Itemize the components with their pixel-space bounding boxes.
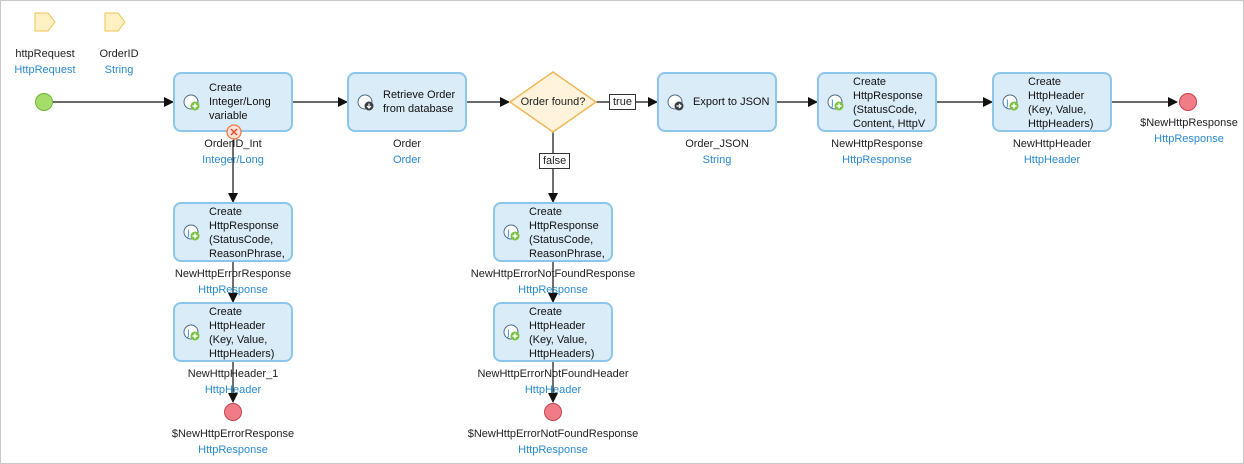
output-variable: NewHttpErrorNotFoundResponse: [470, 268, 636, 280]
svg-text:J: J: [506, 329, 510, 339]
output-type: HttpResponse: [842, 154, 912, 166]
output-variable: NewHttpHeader_1: [187, 368, 279, 380]
java-action-icon: J: [183, 224, 200, 241]
end-event-notfound[interactable]: [544, 403, 562, 421]
create-error-response-activity[interactable]: J Create HttpResponse (StatusCode, Reaso…: [173, 202, 293, 262]
output-variable: NewHttpResponse: [831, 138, 923, 150]
activity-output: NewHttpErrorResponse HttpResponse: [138, 266, 328, 298]
activity-output: Order_JSON String: [622, 136, 812, 168]
activity-caption: Create HttpResponse (StatusCode, Content…: [853, 76, 926, 130]
svg-text:J: J: [506, 229, 510, 239]
output-type: HttpHeader: [204, 384, 262, 396]
activity-output: OrderID_Int Integer/Long: [138, 136, 328, 168]
svg-text:J: J: [186, 229, 190, 239]
java-action-icon: J: [503, 324, 520, 341]
activity-caption: Create HttpHeader (Key, Value, HttpHeade…: [1028, 76, 1094, 130]
end-event-main[interactable]: [1179, 93, 1197, 111]
parameter-name: httpRequest: [15, 48, 75, 60]
parameter-icon: [104, 12, 126, 32]
activity-output: NewHttpHeader HttpHeader: [957, 136, 1147, 168]
end-event-output: $NewHttpResponse HttpResponse: [1094, 115, 1244, 147]
create-notfound-response-activity[interactable]: J Create HttpResponse (StatusCode, Reaso…: [493, 202, 613, 262]
output-type: HttpResponse: [518, 284, 588, 296]
false-condition-tag: false: [539, 153, 571, 169]
return-type: HttpResponse: [198, 444, 268, 456]
svg-text:J: J: [186, 329, 190, 339]
output-variable: Order_JSON: [685, 138, 749, 150]
parameter-orderid[interactable]: OrderID String: [79, 46, 159, 78]
parameter-name: OrderID: [99, 48, 139, 60]
decision-diamond: [508, 71, 598, 133]
java-action-icon: J: [503, 224, 520, 241]
error-handler-icon[interactable]: [226, 124, 242, 140]
activity-output: NewHttpResponse HttpResponse: [782, 136, 972, 168]
parameter-type: String: [104, 64, 134, 76]
start-event[interactable]: [35, 93, 53, 111]
end-event-output: $NewHttpErrorNotFoundResponse HttpRespon…: [458, 426, 648, 458]
decision-label[interactable]: Order found?: [520, 96, 586, 108]
activity-caption: Create HttpResponse (StatusCode, ReasonP…: [529, 206, 605, 260]
activity-caption: Retrieve Order from database: [383, 89, 456, 115]
end-event-output: $NewHttpErrorResponse HttpResponse: [138, 426, 328, 458]
parameter-type: HttpRequest: [14, 64, 76, 76]
java-action-icon: J: [827, 94, 844, 111]
activity-output: NewHttpErrorNotFoundResponse HttpRespons…: [458, 266, 648, 298]
activity-caption: Export to JSON: [693, 96, 770, 108]
activity-output: NewHttpHeader_1 HttpHeader: [138, 366, 328, 398]
return-type: HttpResponse: [1154, 133, 1224, 145]
output-type: String: [702, 154, 732, 166]
parameter-httprequest[interactable]: httpRequest HttpRequest: [5, 46, 85, 78]
return-type: HttpResponse: [518, 444, 588, 456]
activity-caption: Create Integer/Long variable: [209, 82, 271, 122]
create-variable-icon: [183, 94, 200, 111]
svg-text:J: J: [830, 99, 834, 109]
output-variable: NewHttpErrorNotFoundHeader: [477, 368, 629, 380]
retrieve-activity[interactable]: Retrieve Order from database: [347, 72, 467, 132]
output-type: HttpHeader: [1023, 154, 1081, 166]
activity-output: NewHttpErrorNotFoundHeader HttpHeader: [458, 366, 648, 398]
end-event-error[interactable]: [224, 403, 242, 421]
activity-caption: Create HttpHeader (Key, Value, HttpHeade…: [209, 306, 275, 360]
return-variable: $NewHttpResponse: [1140, 117, 1238, 129]
output-type: HttpResponse: [198, 284, 268, 296]
activity-output: Order Order: [312, 136, 502, 168]
return-variable: $NewHttpErrorResponse: [171, 428, 295, 440]
return-variable: $NewHttpErrorNotFoundResponse: [467, 428, 639, 440]
export-json-activity[interactable]: Export to JSON: [657, 72, 777, 132]
java-action-icon: J: [1002, 94, 1019, 111]
create-httpresponse-activity[interactable]: J Create HttpResponse (StatusCode, Conte…: [817, 72, 937, 132]
output-variable: Order: [392, 138, 422, 150]
svg-text:J: J: [1005, 99, 1009, 109]
true-condition-tag: true: [609, 94, 636, 110]
create-error-header-activity[interactable]: J Create HttpHeader (Key, Value, HttpHea…: [173, 302, 293, 362]
output-variable: NewHttpHeader: [1012, 138, 1092, 150]
create-httpheader-activity[interactable]: J Create HttpHeader (Key, Value, HttpHea…: [992, 72, 1112, 132]
output-variable: NewHttpErrorResponse: [174, 268, 292, 280]
retrieve-icon: [357, 94, 374, 111]
create-variable-activity[interactable]: Create Integer/Long variable: [173, 72, 293, 132]
parameter-icon: [34, 12, 56, 32]
output-variable: OrderID_Int: [204, 138, 262, 150]
output-type: Order: [392, 154, 422, 166]
export-icon: [667, 94, 684, 111]
output-type: Integer/Long: [202, 154, 264, 166]
create-notfound-header-activity[interactable]: J Create HttpHeader (Key, Value, HttpHea…: [493, 302, 613, 362]
activity-caption: Create HttpHeader (Key, Value, HttpHeade…: [529, 306, 595, 360]
java-action-icon: J: [183, 324, 200, 341]
output-type: HttpHeader: [524, 384, 582, 396]
activity-caption: Create HttpResponse (StatusCode, ReasonP…: [209, 206, 285, 260]
